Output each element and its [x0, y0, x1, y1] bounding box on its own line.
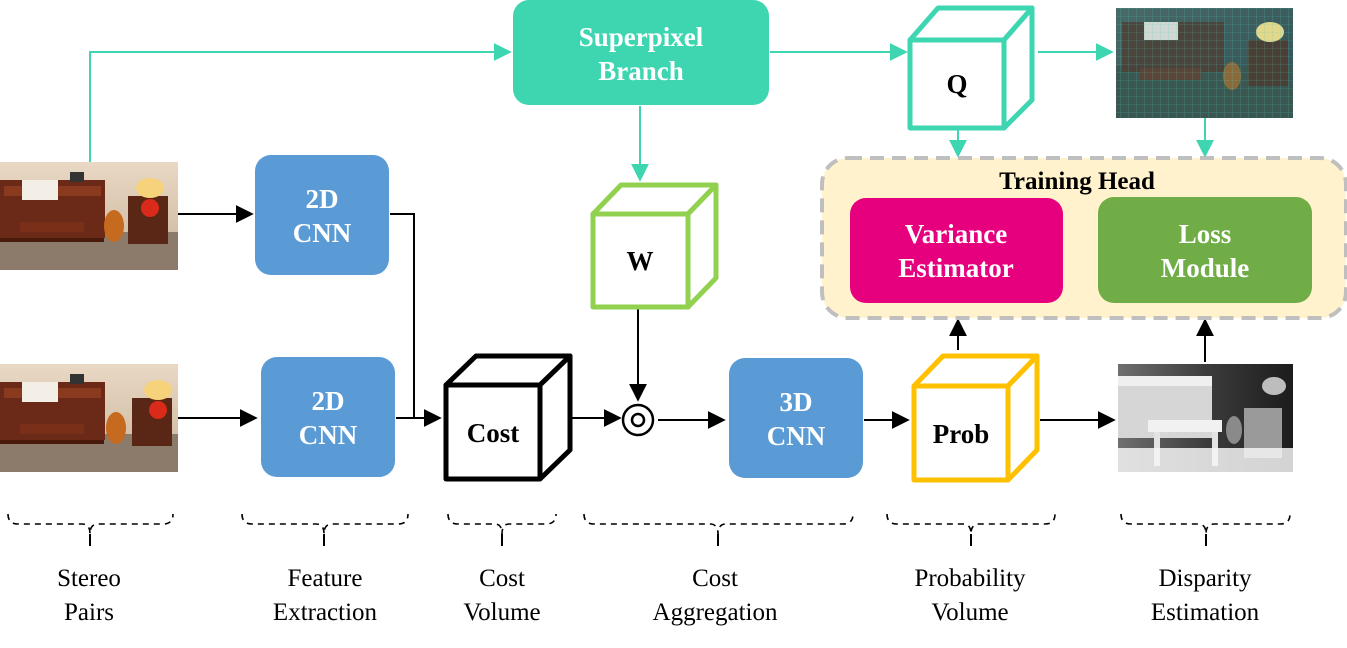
loss-module-line2: Module [1161, 253, 1250, 283]
superpixel-connections [89, 43, 1214, 182]
stage-feature-line1: Feature [288, 565, 363, 592]
stage-cost-volume-line1: Cost [479, 565, 525, 592]
variance-estimator-line2: Estimator [898, 253, 1013, 283]
prob-cube [911, 353, 1040, 483]
variance-estimator-box: Variance Estimator [850, 198, 1063, 303]
loss-module-box: Loss Module [1098, 197, 1312, 303]
cnn3d-line2: CNN [767, 421, 826, 451]
superpixel-branch-line1: Superpixel [579, 22, 704, 52]
stage-probability-line2: Volume [931, 599, 1008, 626]
cnn3d-line1: 3D [780, 387, 813, 417]
stage-aggregation-line2: Aggregation [653, 599, 778, 626]
q-cube [907, 5, 1035, 131]
cnn2d-top-line1: 2D [306, 184, 339, 214]
stage-labels: Stereo Pairs Feature Extraction Cost Vol… [57, 565, 1260, 626]
stage-stereo-line1: Stereo [57, 565, 121, 592]
cost-cube [443, 353, 573, 482]
stage-cost-volume-line2: Volume [463, 599, 540, 626]
cnn2d-top-line2: CNN [293, 218, 352, 248]
cnn2d-bottom-line1: 2D [312, 386, 345, 416]
cnn3d-box: 3D CNN [729, 358, 863, 478]
stage-stereo-line2: Pairs [64, 599, 114, 626]
stage-feature-line2: Extraction [273, 599, 378, 626]
w-cube-label: W [627, 246, 654, 276]
stage-aggregation-line1: Cost [692, 565, 738, 592]
stage-disparity-line2: Estimation [1151, 599, 1260, 626]
superpixel-branch-line2: Branch [598, 56, 684, 86]
disparity-output-image [1118, 364, 1293, 472]
training-head-title: Training Head [999, 168, 1155, 195]
stage-brace-stems [89, 534, 1207, 546]
w-cube [590, 182, 719, 310]
cnn2d-bottom-box: 2D CNN [261, 357, 395, 477]
stage-probability-line1: Probability [914, 565, 1026, 592]
stereo-left-image [0, 162, 178, 270]
stage-braces [7, 513, 1291, 535]
element-wise-product-icon [621, 403, 655, 437]
cnn2d-top-box: 2D CNN [255, 155, 389, 275]
superpixel-branch-box: Superpixel Branch [513, 0, 769, 105]
loss-module-line1: Loss [1179, 219, 1232, 249]
stage-disparity-line1: Disparity [1158, 565, 1252, 592]
cost-cube-label: Cost [467, 418, 520, 448]
variance-estimator-line1: Variance [905, 219, 1008, 249]
cnn2d-bottom-line2: CNN [299, 420, 358, 450]
q-cube-label: Q [946, 69, 967, 99]
stereo-right-image [0, 364, 178, 472]
superpixel-output-image [1116, 8, 1293, 118]
prob-cube-label: Prob [933, 419, 990, 449]
